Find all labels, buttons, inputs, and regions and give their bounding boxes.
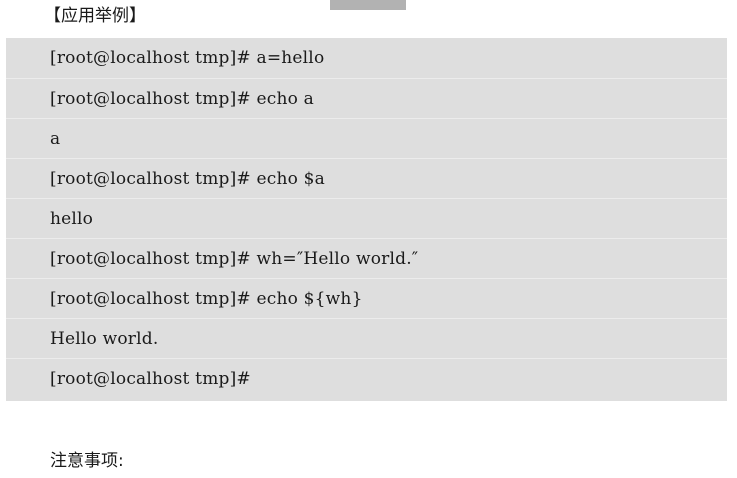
terminal-output-block: [root@localhost tmp]# a=hello [root@loca…: [6, 38, 727, 401]
terminal-line: [root@localhost tmp]# echo a: [6, 78, 727, 118]
notes-heading: 注意事项:: [50, 451, 124, 471]
section-heading: 【应用举例】: [44, 6, 146, 26]
terminal-line: Hello world.: [6, 318, 727, 358]
terminal-line-text: [root@localhost tmp]# a=hello: [50, 48, 325, 68]
terminal-line-text: [root@localhost tmp]# echo a: [50, 89, 314, 109]
terminal-line-text: a: [50, 129, 61, 149]
terminal-line-text: hello: [50, 209, 94, 229]
terminal-line-text: [root@localhost tmp]# echo ${wh}: [50, 289, 363, 309]
terminal-line: [root@localhost tmp]# a=hello: [6, 38, 727, 78]
top-decorative-bar: [330, 0, 406, 10]
terminal-line-text: [root@localhost tmp]#: [50, 369, 251, 389]
terminal-line: [root@localhost tmp]# echo $a: [6, 158, 727, 198]
terminal-line-text: [root@localhost tmp]# wh=″Hello world.″: [50, 249, 419, 269]
terminal-line-text: Hello world.: [50, 329, 159, 349]
terminal-line: a: [6, 118, 727, 158]
terminal-line: [root@localhost tmp]# wh=″Hello world.″: [6, 238, 727, 278]
terminal-line: [root@localhost tmp]#: [6, 358, 727, 401]
terminal-line: [root@localhost tmp]# echo ${wh}: [6, 278, 727, 318]
terminal-line: hello: [6, 198, 727, 238]
terminal-line-text: [root@localhost tmp]# echo $a: [50, 169, 326, 189]
